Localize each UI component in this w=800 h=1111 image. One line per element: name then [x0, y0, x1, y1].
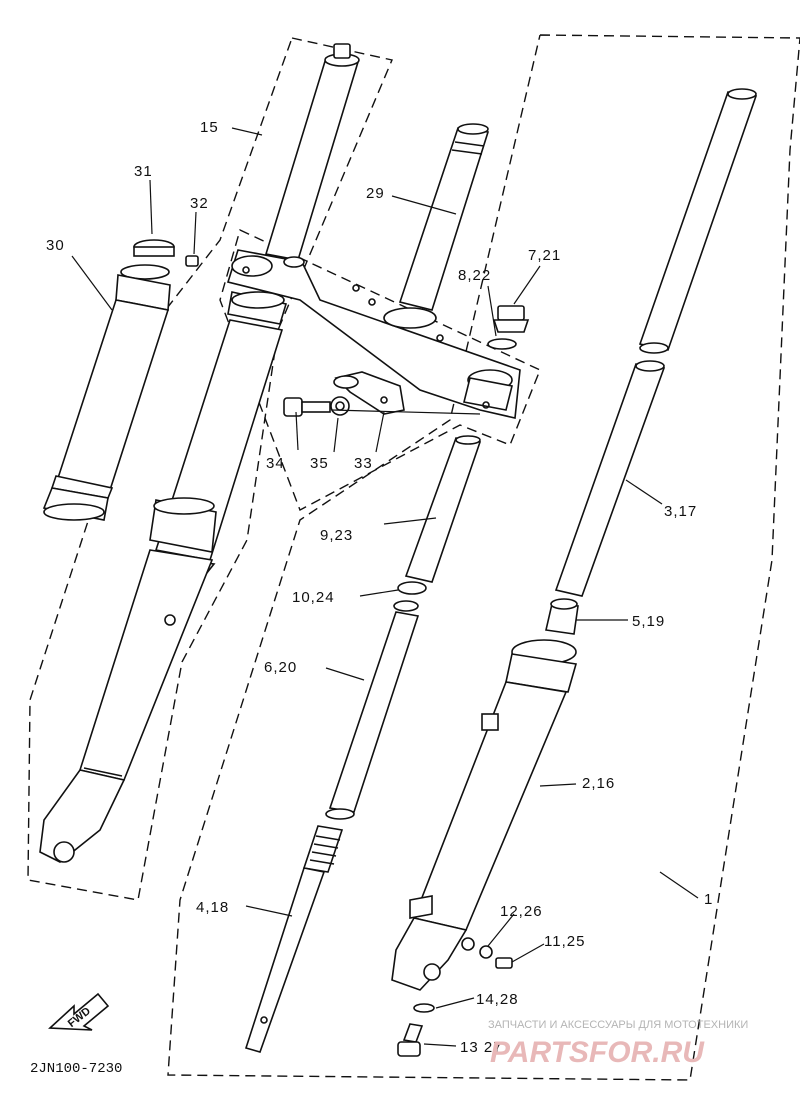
leader-lines — [71, 127, 699, 1047]
o-ring-8-22 — [487, 338, 517, 350]
label-5-19: 5,19 — [632, 613, 665, 630]
label-15: 15 — [200, 119, 219, 136]
upper-tube-3-17 — [554, 88, 758, 597]
label-7-21: 7,21 — [528, 247, 561, 264]
cap-bolt-7-21 — [492, 305, 530, 333]
left-fork-assembly — [39, 43, 521, 863]
watermark-logo: PARTSFOR.RU — [490, 1036, 705, 1069]
label-32: 32 — [190, 195, 209, 212]
label-31: 31 — [134, 163, 153, 180]
washer-35 — [330, 396, 350, 416]
label-3-17: 3,17 — [664, 503, 697, 520]
label-6-20: 6,20 — [264, 659, 297, 676]
label-4-18: 4,18 — [196, 899, 229, 916]
label-29: 29 — [366, 185, 385, 202]
group-outline-bracket — [219, 229, 541, 511]
label-30: 30 — [46, 237, 65, 254]
group-outline-right — [167, 34, 800, 1081]
inner-tube-9-23 — [404, 435, 482, 583]
damper-rod-4-18 — [244, 825, 344, 1053]
clamp-screw — [185, 255, 199, 267]
label-8-22: 8,22 — [458, 267, 491, 284]
bolt-13-27 — [397, 1023, 424, 1057]
label-11-25: 11,25 — [544, 933, 585, 950]
group-outline-left — [27, 37, 393, 901]
spring-6-20 — [325, 600, 420, 820]
label-1: 1 — [704, 891, 713, 908]
outer-tube-2-16 — [391, 639, 578, 991]
diagram-code: 2JN100-7230 — [30, 1061, 122, 1077]
bracket-33 — [333, 371, 405, 415]
fwd-arrow-icon: FWD — [48, 992, 110, 1031]
label-10-24: 10,24 — [292, 589, 335, 606]
label-12-26: 12,26 — [500, 903, 543, 920]
label-33: 33 — [354, 455, 373, 472]
label-13-27: 13 27 — [460, 1039, 503, 1056]
gasket-14-28 — [413, 1003, 435, 1013]
boot-clamp — [133, 239, 175, 257]
seal-10-24 — [397, 581, 427, 595]
watermark-tagline: ЗАПЧАСТИ И АКСЕССУАРЫ ДЛЯ МОТОТЕХНИКИ — [488, 1019, 748, 1031]
part-labels: 1 2,16 3,17 4,18 5,19 6,20 7,21 8,22 9,2… — [46, 119, 713, 1056]
bolt-34 — [283, 397, 331, 417]
gasket-12-26 — [461, 937, 493, 959]
label-9-23: 9,23 — [320, 527, 353, 544]
label-2-16: 2,16 — [582, 775, 615, 792]
label-35: 35 — [310, 455, 329, 472]
label-34: 34 — [266, 455, 285, 472]
bushing-5-19 — [545, 598, 579, 635]
drain-bolt-11-25 — [495, 957, 513, 969]
label-14-28: 14,28 — [476, 991, 519, 1008]
watermark: ЗАПЧАСТИ И АКСЕССУАРЫ ДЛЯ МОТОТЕХНИКИ PA… — [488, 1019, 748, 1069]
dust-boot — [42, 264, 171, 521]
